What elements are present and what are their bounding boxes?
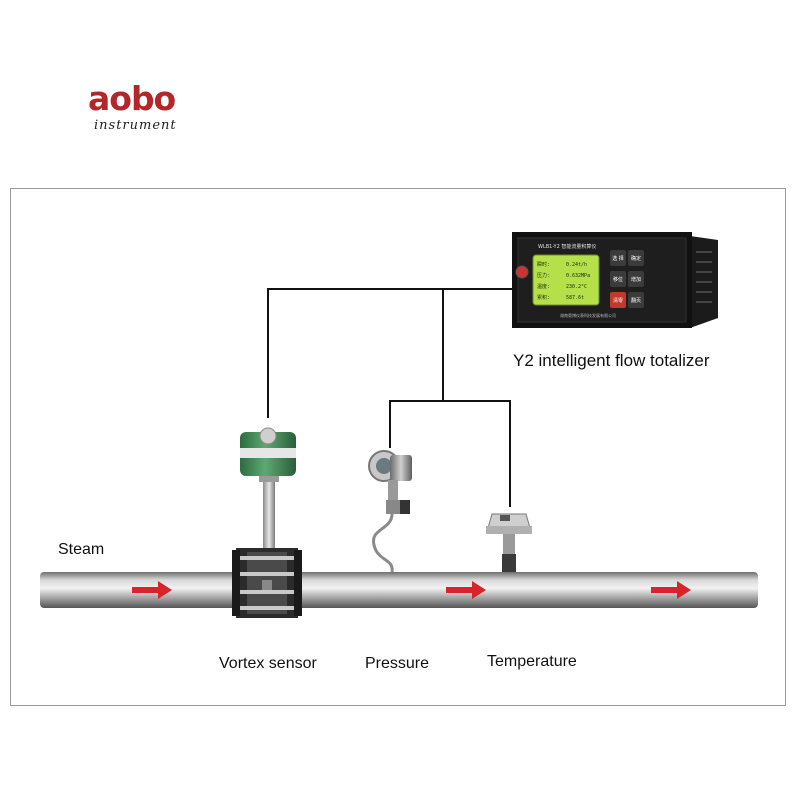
- keypad-button-label: 确定: [631, 255, 641, 262]
- lcd-row-value: 0.632MPa: [566, 273, 590, 279]
- wire-vortex: [268, 289, 518, 418]
- vortex-sensor-device: [232, 428, 302, 618]
- lcd-row-value: 0.24t/h: [566, 262, 587, 268]
- lcd-row-name: 温度:: [537, 283, 550, 290]
- lcd-row-name: 瞬时:: [537, 261, 550, 268]
- wire-pressure-temp: [390, 401, 510, 507]
- keypad-button-label: 翻页: [631, 297, 641, 304]
- lcd-row-name: 压力:: [537, 272, 550, 279]
- keypad-button-label: 移位: [613, 276, 623, 283]
- pressure-transmitter-device: [369, 451, 412, 572]
- vortex-sensor-label: Vortex sensor: [219, 655, 317, 673]
- lcd-row-value: 587.6t: [566, 295, 584, 301]
- keypad-button-label: 选 择: [612, 255, 624, 262]
- steam-label: Steam: [58, 541, 104, 559]
- temperature-label: Temperature: [487, 653, 577, 671]
- totalizer-footer-text: 湖南奥博仪表科技发展有限公司: [560, 312, 616, 318]
- keypad-button-label: 增加: [631, 276, 641, 283]
- temperature-sensor-device: [486, 514, 532, 572]
- lcd-row-value: 230.2°C: [566, 284, 587, 290]
- keypad-button-label: 清零: [613, 297, 623, 304]
- totalizer-label: Y2 intelligent flow totalizer: [513, 352, 710, 370]
- lcd-row-name: 累积:: [537, 294, 550, 301]
- pressure-label: Pressure: [365, 655, 429, 673]
- totalizer-model-text: WLB1-Y2 智能流量积算仪: [538, 243, 596, 250]
